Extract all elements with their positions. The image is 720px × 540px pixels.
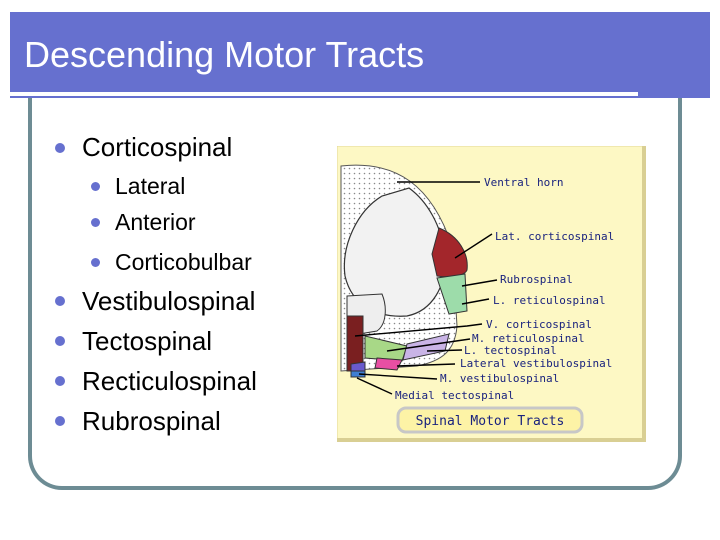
spinal-tracts-figure: Ventral horn Lat. corticospinal Rubrospi… — [337, 146, 646, 442]
slide-title: Descending Motor Tracts — [24, 34, 425, 75]
bullet-icon — [91, 182, 100, 191]
bullet-tectospinal: Tectospinal — [82, 326, 213, 356]
label-medial-tectospinal: Medial tectospinal — [395, 389, 514, 402]
bullet-icon — [55, 143, 65, 153]
sub-bullet-corticobulbar: Corticobulbar — [115, 249, 252, 275]
bullet-icon — [91, 258, 100, 267]
title-bar — [10, 12, 710, 98]
figure-caption: Spinal Motor Tracts — [416, 414, 565, 429]
label-v-corticospinal: V. corticospinal — [486, 318, 592, 331]
slide-frame — [28, 98, 682, 490]
figure-caption-box — [396, 406, 584, 434]
bullet-rubrospinal: Rubrospinal — [82, 406, 221, 436]
bullet-icon — [55, 296, 65, 306]
bullet-icon — [55, 416, 65, 426]
label-m-vestibulospinal: M. vestibulospinal — [440, 372, 559, 385]
title-underline — [10, 92, 638, 96]
label-lateral-vestibulospinal: Lateral vestibulospinal — [460, 357, 612, 370]
rubrospinal-tract — [436, 273, 468, 315]
bullet-corticospinal: Corticospinal — [82, 132, 233, 162]
bullet-icon — [91, 218, 100, 227]
label-l-reticulospinal: L. reticulospinal — [493, 294, 606, 307]
lateral-vestibulospinal-tract — [374, 357, 403, 371]
sub-bullet-lateral: Lateral — [115, 173, 186, 199]
label-rubrospinal: Rubrospinal — [500, 273, 573, 286]
label-lat-corticospinal: Lat. corticospinal — [495, 230, 614, 243]
label-l-tectospinal: L. tectospinal — [464, 344, 557, 357]
lat-corticospinal-tract — [431, 227, 468, 278]
sub-bullet-anterior: Anterior — [115, 209, 196, 235]
bullet-icon — [55, 336, 65, 346]
label-ventral-horn: Ventral horn — [484, 176, 563, 189]
bullet-recticulospinal: Recticulospinal — [82, 366, 257, 396]
bullet-icon — [55, 376, 65, 386]
bullet-vestibulospinal: Vestibulospinal — [82, 286, 256, 316]
label-m-reticulospinal: M. reticulospinal — [472, 332, 585, 345]
